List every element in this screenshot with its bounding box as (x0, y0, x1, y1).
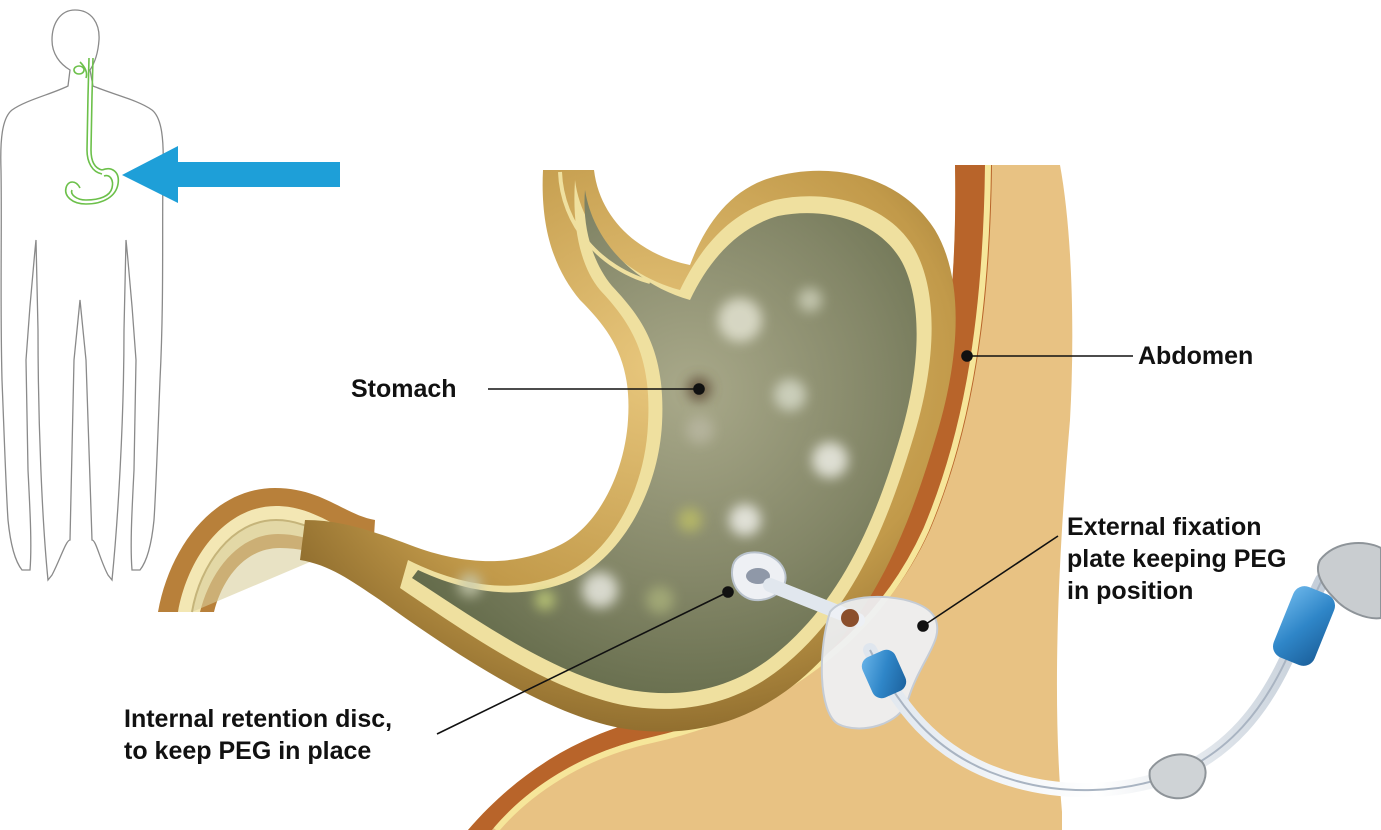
disc-pointer-dot (723, 587, 733, 597)
abdomen-label: Abdomen (1138, 341, 1253, 371)
plate-pointer-dot (918, 621, 928, 631)
gi-tract-highlight (66, 58, 119, 204)
internal-retention-line-2: to keep PEG in place (124, 736, 392, 766)
external-fixation-line-2: plate keeping PEG (1067, 544, 1287, 574)
stomach-pointer-dot (694, 384, 704, 394)
arrow-left-icon (122, 146, 340, 203)
external-fixation-label: External fixation plate keeping PEG in p… (1067, 512, 1287, 606)
external-fixation-line-3: in position (1067, 576, 1287, 606)
internal-retention-label: Internal retention disc, to keep PEG in … (124, 704, 392, 766)
human-outline-icon (1, 10, 163, 580)
abdomen-pointer-dot (962, 351, 972, 361)
stomach-label: Stomach (351, 374, 457, 404)
external-fixation-line-1: External fixation (1067, 512, 1287, 542)
internal-retention-line-1: Internal retention disc, (124, 704, 392, 734)
